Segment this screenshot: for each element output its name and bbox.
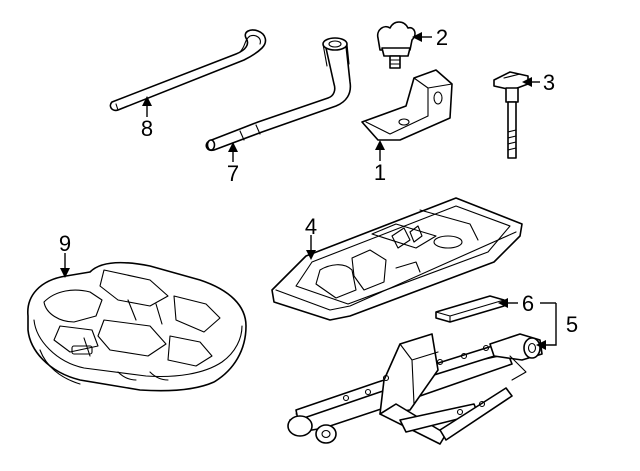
jack-handle-part (109, 29, 267, 112)
hold-down-bolt-part (493, 71, 529, 159)
foam-tool-holder-part (27, 261, 247, 392)
callout-2: 2 (436, 25, 448, 50)
wing-nut-part (376, 21, 416, 69)
lug-wrench-part (205, 37, 352, 152)
jack-assembly-part (287, 333, 543, 445)
jack-bracket-part (361, 69, 453, 141)
callout-6: 6 (522, 291, 534, 316)
callout-4: 4 (305, 214, 317, 239)
callout-1: 1 (374, 160, 386, 185)
callout-5: 5 (566, 312, 578, 337)
callout-9: 9 (59, 231, 71, 256)
callout-8: 8 (141, 116, 153, 141)
jack-pad-part (435, 295, 505, 323)
tool-tray-part (271, 197, 523, 321)
callout-7: 7 (227, 161, 239, 186)
leader-lines (60, 32, 557, 350)
callout-3: 3 (543, 70, 555, 95)
